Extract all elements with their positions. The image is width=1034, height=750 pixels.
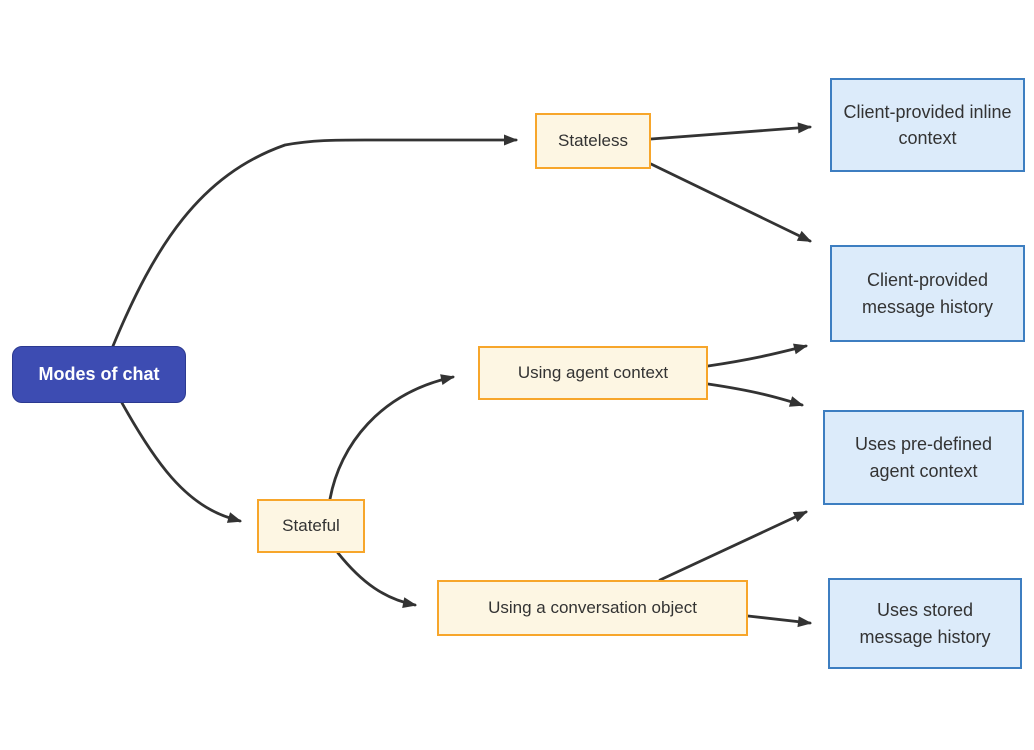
node-uses-stored-message-history: Uses stored message history [828, 578, 1022, 669]
node-client-provided-message-history-label: Client-provided message history [861, 270, 994, 317]
edge-root-to-stateless [111, 134, 518, 348]
node-client-provided-inline-context: Client-provided inline context [830, 78, 1025, 172]
node-uses-stored-message-history-label: Uses stored message history [859, 600, 991, 647]
node-using-agent-context-label: Using agent context [517, 362, 669, 382]
node-stateless: Stateless [535, 113, 651, 169]
node-client-provided-message-history: Client-provided message history [830, 245, 1025, 342]
node-stateless-label: Stateless [558, 130, 628, 150]
node-modes-of-chat-label: Modes of chat [38, 364, 160, 385]
edge-root-to-stateful [120, 401, 242, 523]
node-uses-predefined-agent-context-label: Uses pre-defined agent context [854, 434, 993, 481]
edge-stateless-to-message-history [649, 162, 812, 243]
edge-conversation-to-predefined [658, 510, 808, 582]
edge-stateful-to-conversation [336, 551, 417, 609]
node-using-agent-context: Using agent context [478, 346, 708, 400]
edge-conversation-to-stored-history [746, 614, 812, 628]
edge-stateful-to-agent-context [328, 374, 455, 501]
edge-agent-context-to-message-history [706, 343, 808, 368]
edge-stateless-to-inline-context [649, 122, 812, 141]
edge-agent-context-to-predefined [706, 382, 804, 407]
node-using-conversation-object: Using a conversation object [437, 580, 748, 636]
node-client-provided-inline-context-label: Client-provided inline context [843, 101, 1012, 148]
node-using-conversation-object-label: Using a conversation object [488, 597, 697, 617]
node-uses-predefined-agent-context: Uses pre-defined agent context [823, 410, 1024, 505]
node-stateful-label: Stateful [282, 515, 340, 535]
node-modes-of-chat: Modes of chat [12, 346, 186, 403]
node-stateful: Stateful [257, 499, 365, 553]
